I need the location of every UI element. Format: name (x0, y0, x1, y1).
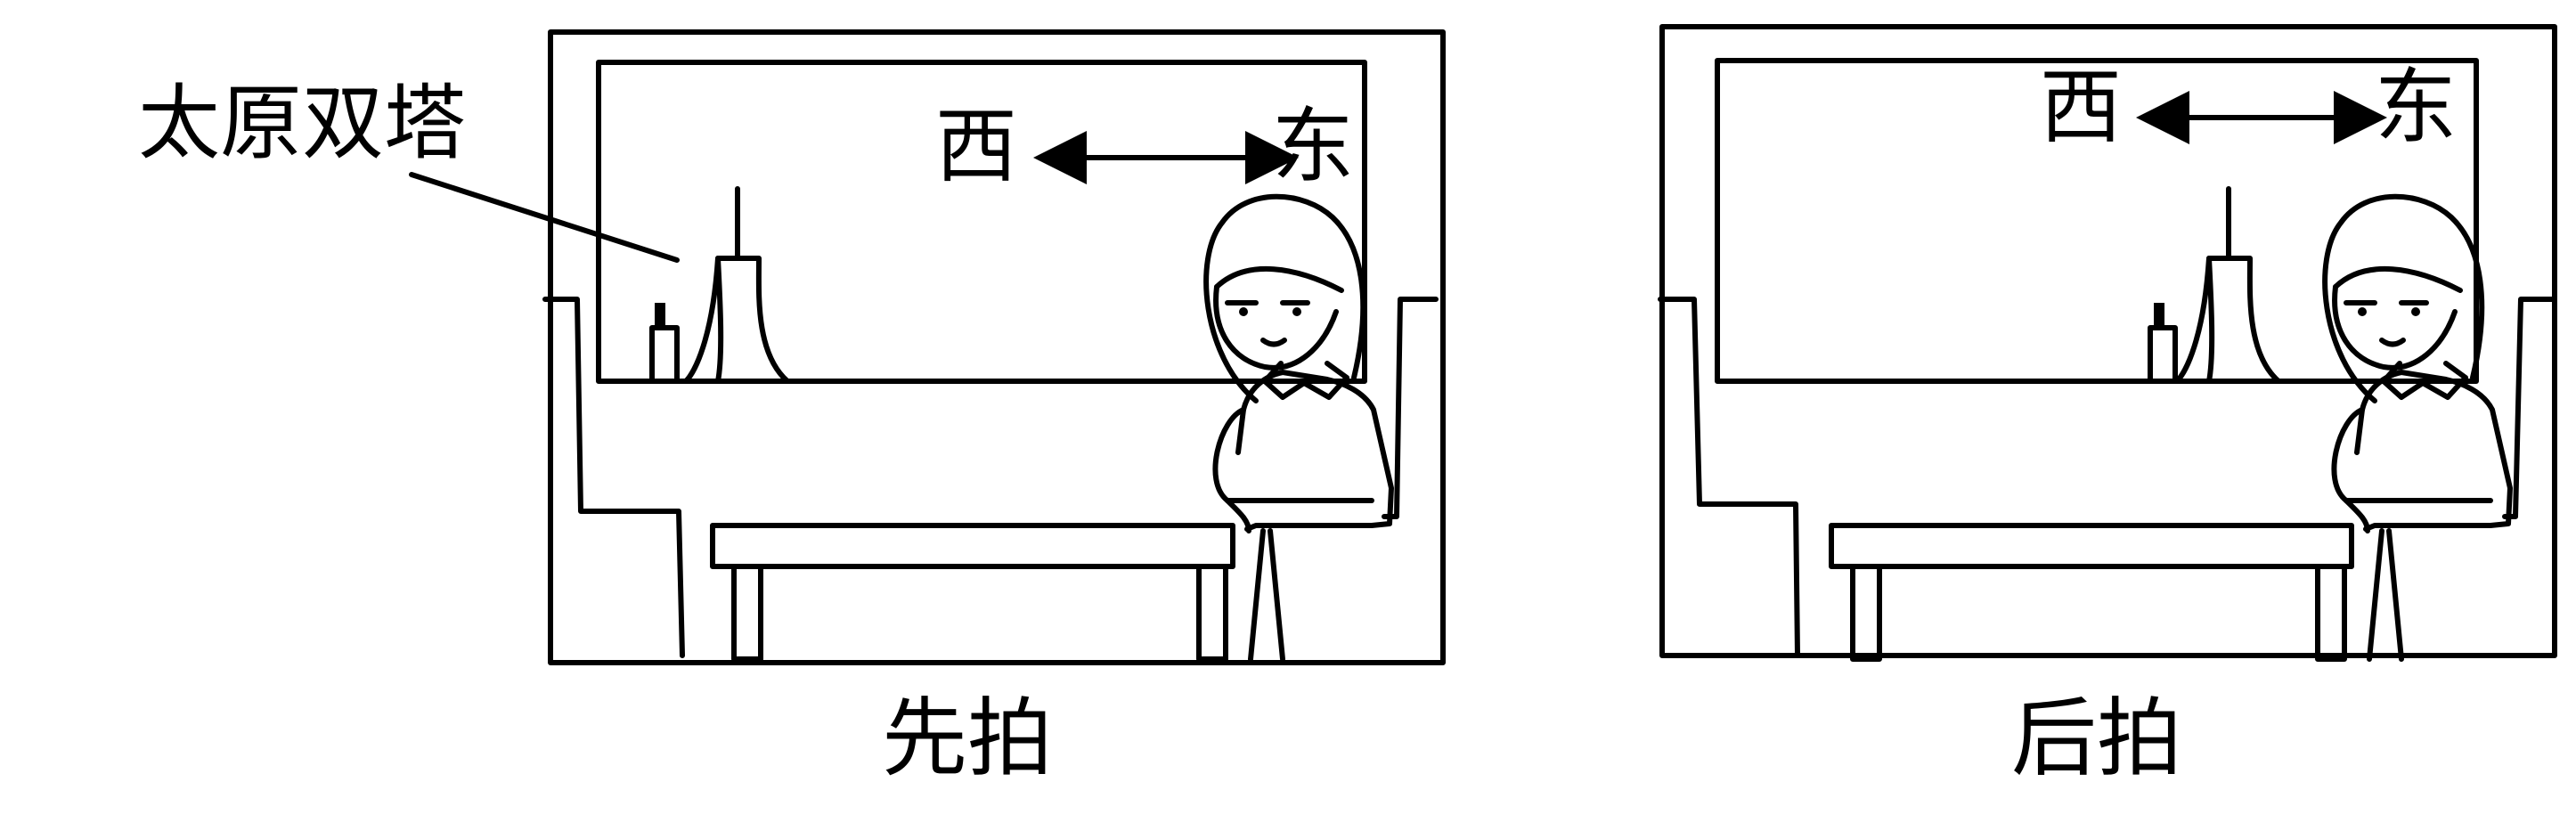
panel-after-person (2322, 193, 2513, 662)
panel-after-table (1829, 523, 2354, 662)
panel-after-big-tower (2174, 186, 2281, 384)
panel-before-east-label: 东 (1272, 99, 1354, 194)
panel-after-east-label: 东 (2375, 60, 2457, 155)
panel-after-frame (1659, 24, 2557, 658)
panel-before-west-label: 西 (935, 99, 1017, 194)
panel-after-right-seat (2502, 297, 2556, 519)
panel-before-small-tower (649, 303, 680, 384)
panel-after: 西 东 (1658, 24, 2557, 662)
panel-before-left-seat (542, 297, 685, 658)
building-pointer-line (409, 172, 680, 263)
panel-before-caption: 先拍 (882, 688, 1053, 788)
panel-before-big-tower (683, 186, 790, 384)
panel-before-window (596, 60, 1367, 384)
panel-before-frame (548, 29, 1446, 665)
building-label: 太原双塔 (138, 76, 466, 171)
panel-before-person (1203, 193, 1394, 662)
panel-after-window (1715, 58, 2479, 384)
panel-after-caption: 后拍 (2011, 688, 2182, 788)
panel-after-small-tower (2148, 303, 2178, 384)
panel-after-west-label: 西 (2040, 60, 2122, 155)
panel-before: 西 东 (542, 29, 1446, 665)
panel-after-left-seat (1658, 297, 1800, 658)
panel-before-table (710, 523, 1235, 662)
